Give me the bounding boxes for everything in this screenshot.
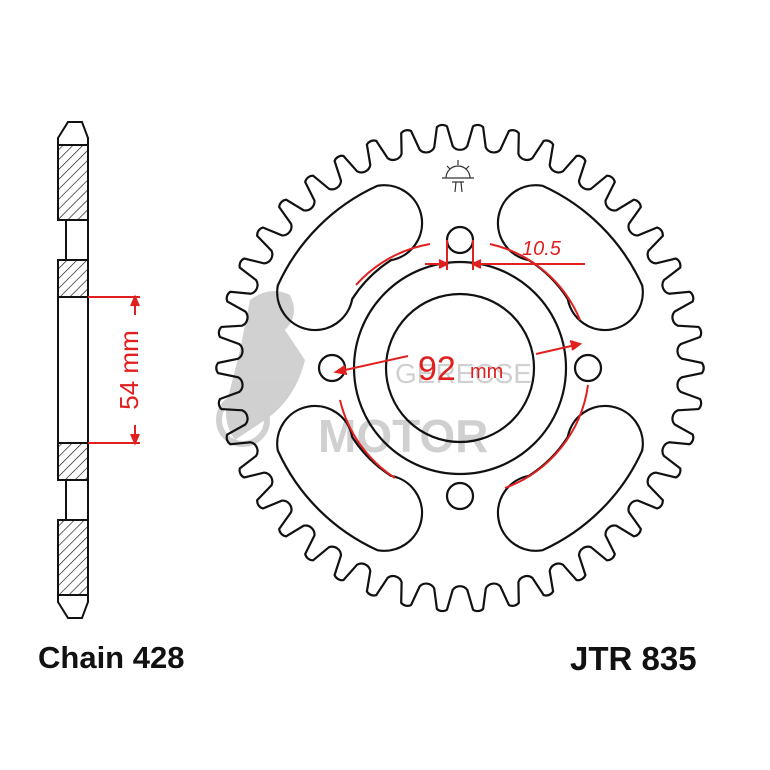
lightening-windows [276, 184, 644, 552]
lightening-window [276, 184, 424, 332]
bolt-hole-right [573, 353, 603, 383]
center-bore-circle [384, 292, 536, 444]
lightening-window [496, 404, 644, 552]
bolt-hole-bottom [445, 481, 475, 511]
bolt-circle-dimension [333, 240, 589, 489]
part-number-label: JTR 835 [570, 640, 697, 677]
side-profile [57, 121, 89, 619]
bolt-hole-dimension: 10.5 [522, 238, 562, 260]
bolt-hole-top [445, 225, 475, 255]
bolt-holes [317, 225, 603, 511]
bore-dimension [88, 294, 140, 446]
watermark-logo: GERECSE MOTOR [216, 291, 532, 462]
bolt-circle-unit: mm [470, 361, 503, 383]
sprocket-teeth-outline [215, 123, 705, 613]
watermark-line1: GERECSE [395, 358, 532, 389]
chain-label: Chain 428 [38, 640, 185, 675]
bolt-circle-value: 92 [418, 350, 456, 388]
brand-symbol-icon [442, 160, 474, 193]
bore-dimension-label: 54 mm [114, 330, 144, 409]
lightening-window [496, 184, 644, 332]
